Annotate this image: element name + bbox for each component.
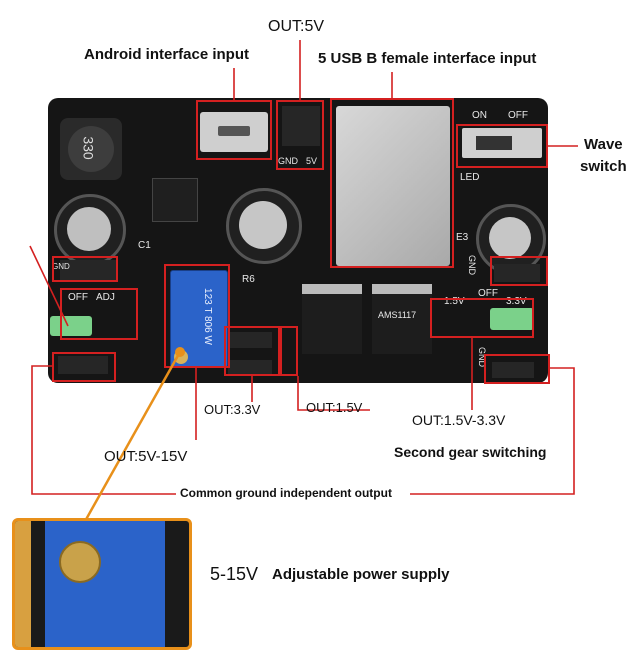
header-right-icon <box>494 264 540 282</box>
header-gnd-left-icon <box>60 260 116 280</box>
micro-usb-port-icon <box>200 112 268 152</box>
label-out-1v5-3v3: OUT:1.5V-3.3V <box>412 412 506 428</box>
highlight-gnd-left <box>52 256 118 282</box>
label-out-1v5: OUT:1.5V <box>306 400 363 415</box>
line-common-ground-left <box>31 365 176 495</box>
silk-1v5: 1.5V <box>444 296 465 307</box>
label-wave-switch-1: Wave <box>584 136 623 153</box>
silk-3v3: 3.3V <box>506 296 527 307</box>
label-android-input: Android interface input <box>84 46 249 63</box>
label-out-5v-15v: OUT:5V-15V <box>104 448 188 465</box>
highlight-gnd-right2 <box>484 354 550 384</box>
silk-ams: AMS1117 <box>378 310 417 320</box>
inductor-icon: 330 <box>60 118 122 180</box>
highlight-pot <box>164 264 230 368</box>
highlight-micro-usb <box>196 100 272 160</box>
label-common-ground: Common ground independent output <box>180 486 392 500</box>
highlight-gear-switch <box>430 298 534 338</box>
pcb-board: 330 E3 C1 GND 5V ON OFF LED GND OFF ADJ … <box>48 98 548 383</box>
label-adjustable-suffix: Adjustable power supply <box>272 566 450 583</box>
header-5v-icon <box>282 106 320 146</box>
highlight-gnd-right <box>490 256 548 286</box>
slide-switch-icon <box>462 128 542 158</box>
highlight-wave-switch <box>456 124 548 168</box>
line-adj <box>29 245 69 327</box>
line-1v5 <box>297 376 370 411</box>
silk-e3: E3 <box>456 232 469 243</box>
header-mid1-icon <box>228 332 272 348</box>
label-second-gear: Second gear switching <box>394 444 547 460</box>
highlight-gnd-left2 <box>52 352 116 382</box>
zoom-pot-body-icon <box>45 521 165 647</box>
highlight-1v5-header <box>280 326 298 376</box>
silk-gnd-top: GND <box>278 156 298 166</box>
regulator-left-icon <box>302 284 362 354</box>
zoom-inset <box>12 518 192 650</box>
zoom-screw-icon <box>59 541 101 583</box>
header-gnd-left2-icon <box>58 356 108 374</box>
silk-5v-top: 5V <box>306 156 318 166</box>
gear-switch-icon <box>490 308 534 330</box>
usb-b-port-icon <box>336 106 450 266</box>
silk-adj: ADJ <box>96 292 115 303</box>
silk-off-left: OFF <box>68 292 88 303</box>
silk-off-right: OFF <box>478 288 498 299</box>
label-adjustable-prefix: 5-15V <box>210 564 259 584</box>
header-right2-icon <box>492 362 534 378</box>
silk-led: LED <box>460 172 480 183</box>
silk-gnd-left: GND <box>52 262 70 271</box>
capacitor-middle-icon <box>226 188 302 264</box>
regulator-right-icon <box>372 284 432 354</box>
silk-c1: C1 <box>138 240 151 251</box>
label-out-5v: OUT:5V <box>268 18 325 35</box>
label-usb-b-input: 5 USB B female interface input <box>318 50 537 67</box>
line-zoom-leader <box>68 351 182 549</box>
highlight-adj-switch <box>60 288 138 340</box>
capacitor-left-icon <box>54 194 126 266</box>
highlight-3v3-header <box>224 326 280 376</box>
capacitor-right-icon <box>476 204 546 274</box>
highlight-usb-b <box>330 98 454 268</box>
line-common-ground-right <box>410 367 575 495</box>
silk-r6: R6 <box>242 274 255 285</box>
highlight-5v-header <box>276 100 324 170</box>
header-mid2-icon <box>228 360 272 376</box>
zoom-anchor-dot <box>175 347 185 357</box>
ic-chip-icon <box>152 178 198 222</box>
label-out-3v3: OUT:3.3V <box>204 402 261 417</box>
label-wave-switch-2: switch <box>580 158 627 175</box>
silk-off: OFF <box>508 110 528 121</box>
silk-on: ON <box>472 110 487 121</box>
